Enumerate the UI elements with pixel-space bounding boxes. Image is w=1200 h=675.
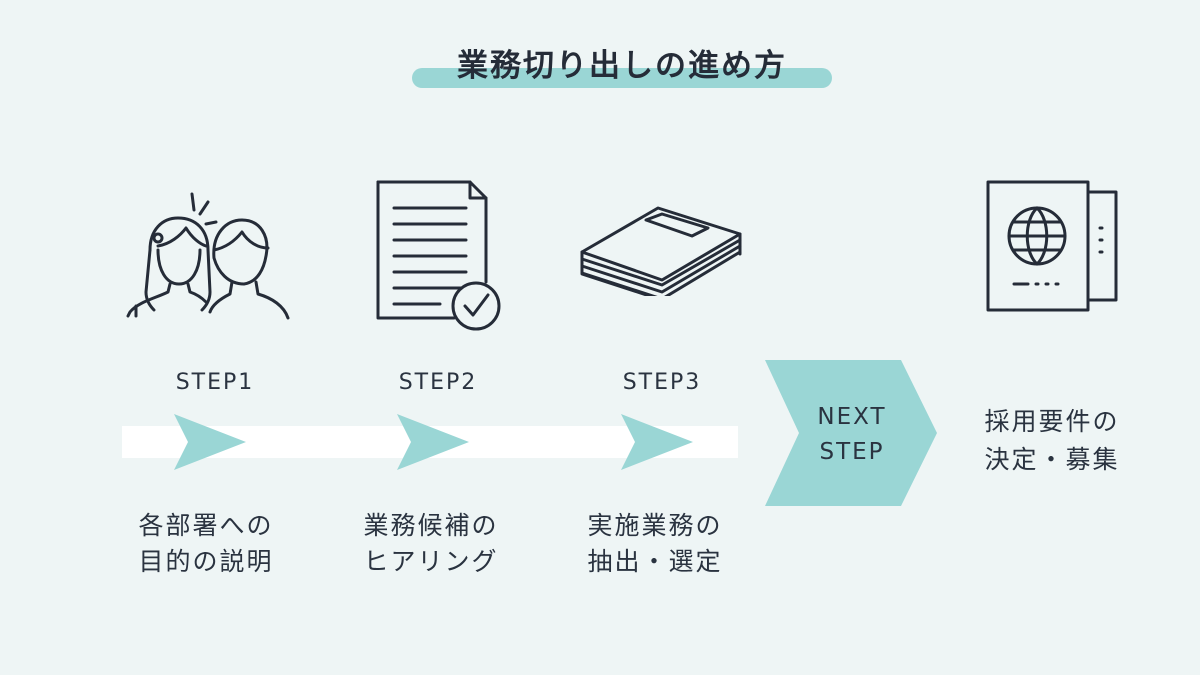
step1-desc-line2: 目的の説明 bbox=[138, 547, 274, 576]
next-step-line2: STEP bbox=[819, 439, 885, 465]
step3-desc-line1: 実施業務の bbox=[587, 511, 723, 540]
step2-label: STEP2 bbox=[398, 370, 478, 395]
book-stack-icon bbox=[580, 206, 742, 296]
passport-icon bbox=[986, 180, 1118, 312]
step2-description: 業務候補の ヒアリング bbox=[331, 508, 531, 580]
final-outcome: 採用要件の 決定・募集 bbox=[962, 403, 1142, 479]
title-block: 業務切り出しの進め方 bbox=[412, 38, 832, 90]
next-step-arrow-icon bbox=[765, 360, 937, 506]
next-step-label: NEXT STEP bbox=[790, 400, 914, 470]
final-line1: 採用要件の bbox=[984, 407, 1120, 436]
step2-desc-line1: 業務候補の bbox=[363, 511, 499, 540]
step3-desc-line2: 抽出・選定 bbox=[587, 547, 723, 576]
next-step-line1: NEXT bbox=[817, 404, 887, 430]
step1-description: 各部署への 目的の説明 bbox=[106, 508, 306, 580]
final-line2: 決定・募集 bbox=[984, 445, 1120, 474]
step3-arrow-icon bbox=[621, 414, 693, 470]
title-highlight-bar bbox=[412, 68, 832, 88]
step1-desc-line1: 各部署への bbox=[138, 511, 274, 540]
step1-arrow-icon bbox=[174, 414, 246, 470]
page-title: 業務切り出しの進め方 bbox=[457, 48, 787, 84]
document-check-icon bbox=[376, 180, 501, 331]
step1-label: STEP1 bbox=[175, 370, 255, 395]
step2-desc-line2: ヒアリング bbox=[363, 547, 499, 576]
step3-description: 実施業務の 抽出・選定 bbox=[555, 508, 755, 580]
step2-arrow-icon bbox=[397, 414, 469, 470]
step3-label: STEP3 bbox=[622, 370, 702, 395]
two-people-icon bbox=[126, 192, 290, 320]
